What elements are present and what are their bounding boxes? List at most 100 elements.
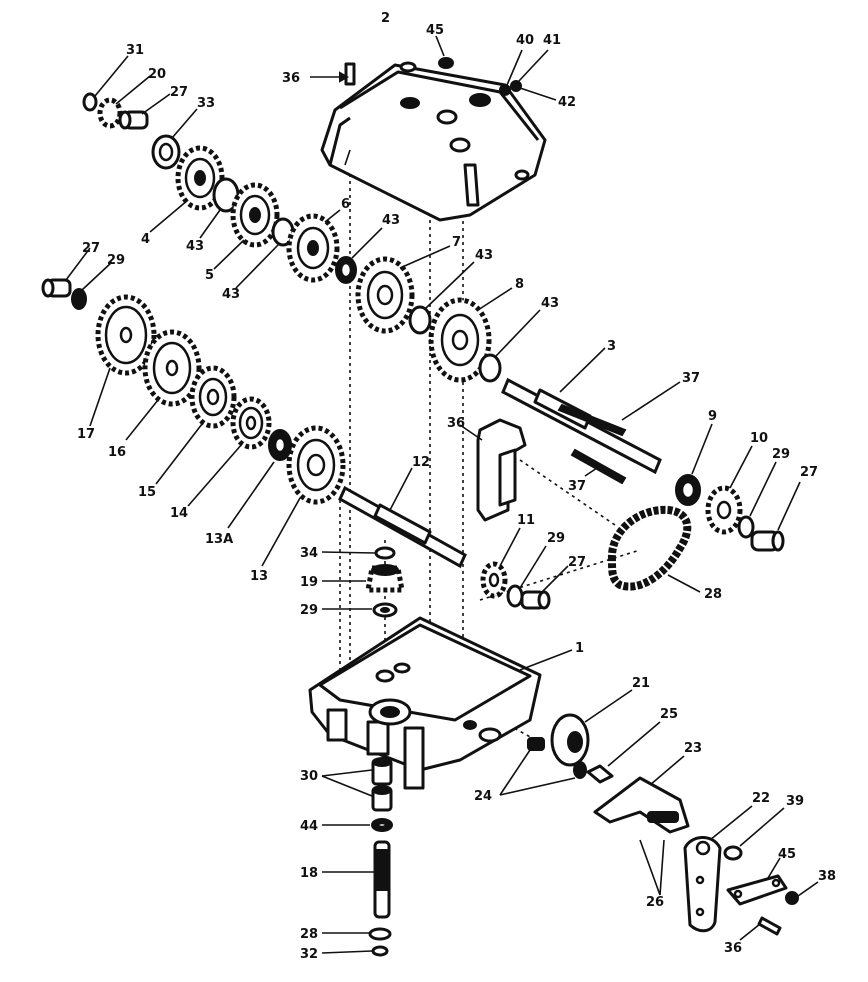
sprocket-11 [480, 527, 521, 599]
callout-33: 33 [197, 96, 215, 111]
callout-26: 26 [646, 895, 664, 910]
spring-25 [586, 721, 661, 784]
callout-16: 16 [108, 445, 126, 460]
bushing-27-top [118, 93, 171, 130]
shift-plate-23 [593, 755, 690, 834]
cover-screw-36 [310, 62, 356, 86]
callout-32: 32 [300, 947, 318, 962]
callout-7: 7 [452, 235, 461, 250]
washer-29-left [71, 261, 113, 310]
ring-34 [321, 546, 396, 560]
callout-14: 14 [170, 506, 188, 521]
washer-33 [151, 108, 198, 170]
top-cover [320, 61, 547, 222]
callout-43-c: 43 [382, 213, 400, 228]
callout-39: 39 [786, 794, 804, 809]
bushing-27-right [750, 481, 801, 552]
bushing-27-mid [520, 565, 569, 610]
gear-8 [428, 287, 513, 383]
callout-43-d: 43 [475, 248, 493, 263]
callout-22: 22 [752, 791, 770, 806]
callout-11: 11 [517, 513, 535, 528]
callout-24: 24 [474, 789, 492, 804]
callout-36-top: 36 [282, 71, 300, 86]
bearing-13a [227, 429, 292, 529]
washer-43-e [478, 309, 541, 383]
washer-44 [322, 818, 393, 832]
callout-31: 31 [126, 43, 144, 58]
gear-6 [286, 209, 341, 283]
gear-15 [155, 365, 237, 485]
callout-29-right: 29 [772, 447, 790, 462]
lower-housing [308, 616, 573, 790]
shift-fork-36 [459, 418, 527, 522]
bevel-gear-19 [322, 564, 405, 593]
link-45 [726, 857, 788, 906]
leader-30a [321, 769, 373, 777]
callout-27-left: 27 [82, 241, 100, 256]
shaft-18 [322, 840, 391, 919]
gear-14 [187, 396, 272, 507]
callout-23: 23 [684, 741, 702, 756]
washer-39 [723, 807, 785, 861]
callout-29-mid: 29 [547, 531, 565, 546]
callout-17: 17 [77, 427, 95, 442]
callout-15: 15 [138, 485, 156, 500]
callout-34: 34 [300, 546, 318, 561]
callout-30: 30 [300, 769, 318, 784]
callout-19: 19 [300, 575, 318, 590]
gear-17 [89, 294, 157, 427]
callout-43-b: 43 [222, 287, 240, 302]
nut-38 [785, 881, 819, 905]
leader-30b [321, 775, 373, 797]
bearing-9 [675, 423, 713, 506]
shaft-12 [338, 467, 467, 569]
callout-12: 12 [412, 455, 430, 470]
callouts: 1 2 3 4 5 6 7 8 9 10 11 12 13 13A 14 15 … [77, 11, 836, 962]
callout-36-fork: 36 [447, 416, 465, 431]
callout-10: 10 [750, 431, 768, 446]
washer-29-mid [506, 545, 547, 608]
washer-29-bottom [322, 602, 398, 618]
callout-37-upper: 37 [682, 371, 700, 386]
callout-25: 25 [660, 707, 678, 722]
callout-43-e: 43 [541, 296, 559, 311]
washer-29-right [737, 461, 777, 539]
callout-5: 5 [205, 268, 214, 283]
callout-45-top: 45 [426, 23, 444, 38]
detent-24 [499, 737, 587, 796]
callout-37-lower: 37 [568, 479, 586, 494]
callout-27-top: 27 [170, 85, 188, 100]
cover-plug-45 [435, 35, 454, 69]
callout-21: 21 [632, 676, 650, 691]
gear-13 [261, 425, 346, 567]
cover-fittings-40-41-42 [499, 49, 557, 101]
sprocket-10 [705, 445, 753, 535]
callout-3: 3 [607, 339, 616, 354]
washer-43-a [199, 177, 240, 239]
washer-43-d [408, 261, 475, 335]
callout-28-washer: 28 [300, 927, 318, 942]
callout-28-chain: 28 [704, 587, 722, 602]
pins-26 [639, 839, 665, 896]
key-37-lower [570, 448, 627, 485]
callout-42: 42 [558, 95, 576, 110]
callout-44: 44 [300, 819, 318, 834]
callout-36-bottom: 36 [724, 941, 742, 956]
bushing-30-lower [371, 785, 393, 812]
gear-16 [125, 329, 202, 441]
washer-28 [322, 927, 392, 941]
washer-43-c [335, 227, 383, 284]
bushing-30-upper [371, 757, 393, 786]
callout-29-bottom: 29 [300, 603, 318, 618]
callout-13: 13 [250, 569, 268, 584]
gear-4 [149, 145, 225, 233]
callout-6: 6 [341, 197, 350, 212]
callout-45-bottom: 45 [778, 847, 796, 862]
callout-43-a: 43 [186, 239, 204, 254]
washer-43-b [235, 217, 295, 289]
bolt-36-bottom [739, 916, 782, 941]
callout-4: 4 [141, 232, 150, 247]
sprocket-20 [97, 75, 151, 129]
